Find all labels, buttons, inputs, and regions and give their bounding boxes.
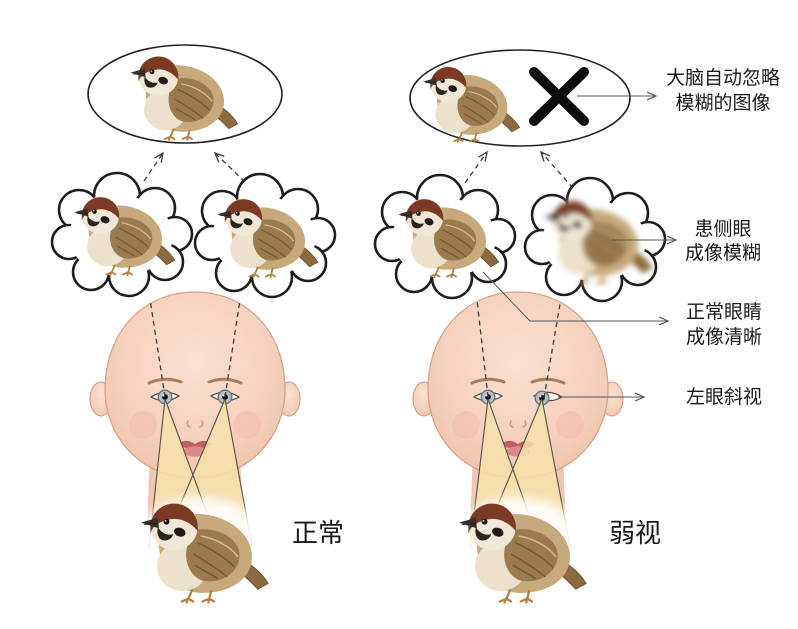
label-affected-eye-line1: 患侧眼 [694, 218, 751, 240]
eye-to-bubble-dashed-lines [149, 298, 241, 398]
eye-to-bubble-dashed-lines [476, 299, 561, 399]
label-brain-ignore-line2: 模糊的图像 [675, 92, 770, 114]
label-normal-eye-line1: 正常眼睛 [686, 301, 762, 323]
amblyopia-caption: 弱视 [609, 518, 661, 548]
normal-panel: 正常 [50, 44, 344, 609]
label-affected-eye-line2: 成像模糊 [685, 242, 761, 264]
fused-image-dashed-arrows [143, 151, 246, 183]
callout-lines [482, 91, 678, 402]
callout-labels: 大脑自动忽略 模糊的图像 患侧眼 成像模糊 正常眼睛 成像清晰 左眼斜视 [666, 67, 780, 408]
callout-line-normal-eye [482, 271, 670, 326]
amblyopia-panel: 弱视 [373, 49, 667, 609]
normal-caption: 正常 [292, 518, 344, 548]
label-normal-eye-line2: 成像清晰 [686, 326, 762, 348]
label-strabismus: 左眼斜视 [686, 386, 762, 408]
x-mark-icon [529, 67, 589, 126]
fused-image-dashed-arrows [464, 150, 574, 189]
label-brain-ignore-line1: 大脑自动忽略 [666, 67, 780, 89]
